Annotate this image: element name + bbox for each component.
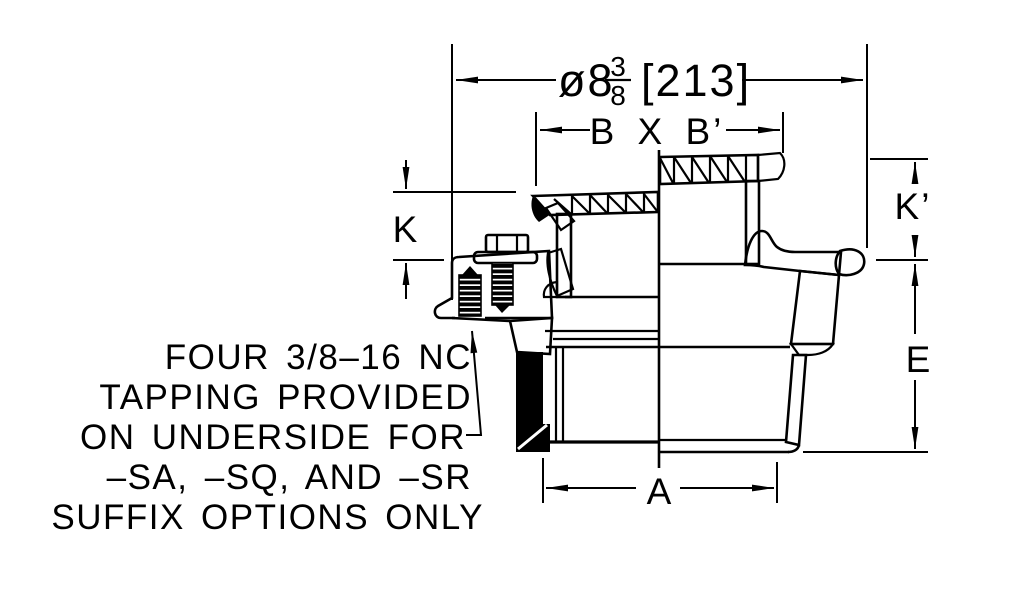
k-prime-label: K’ (895, 186, 932, 227)
note-line-5: SUFFIX OPTIONS ONLY (51, 498, 484, 537)
strainer-slots (553, 193, 658, 215)
flange-nose-lip (834, 248, 866, 277)
wall-thread-band (516, 352, 543, 424)
wall-upper-section (508, 316, 554, 356)
dim-grate: B X B’ (535, 111, 784, 186)
body-right (658, 229, 866, 454)
note-line-1: FOUR 3/8–16 NC (165, 338, 472, 377)
dim-a: A (542, 458, 778, 512)
rim-flare (756, 151, 786, 183)
strainer-band (530, 190, 660, 217)
note-leader-arrow (466, 330, 483, 436)
k-label: K (393, 209, 420, 250)
strainer-slots (659, 155, 748, 184)
hex-bolt (472, 233, 539, 313)
funnel-wall-left (542, 212, 658, 299)
e-label: E (906, 339, 933, 380)
grate-size-label: B X B’ (590, 111, 725, 152)
outlet-corner (787, 444, 801, 454)
dim-e: E (803, 264, 933, 453)
strainer-right (658, 151, 786, 186)
diameter-value: ø8 (558, 55, 615, 106)
diameter-fraction-numerator: 3 (610, 51, 626, 82)
collar-underside (451, 316, 511, 323)
dim-k-prime: K’ (870, 158, 932, 261)
tap-thread (458, 266, 482, 317)
strainer-left (530, 190, 660, 232)
body-left-wall (451, 316, 554, 452)
upper-body-wall (789, 269, 841, 346)
funnel-wall-right (660, 179, 761, 266)
note-block: FOUR 3/8–16 NC TAPPING PROVIDED ON UNDER… (51, 330, 484, 537)
note-line-2: TAPPING PROVIDED (99, 378, 472, 417)
dim-k: K (393, 160, 516, 299)
dim-diameter: ø8 3 8 [213] (451, 44, 868, 300)
note-line-4: –SA, –SQ, AND –SR (107, 458, 472, 497)
diameter-metric-value: [213] (641, 55, 751, 106)
body-shoulder (788, 342, 835, 357)
deck-flange (743, 229, 843, 277)
note-line-3: ON UNDERSIDE FOR (80, 418, 466, 457)
bolt-tip (495, 305, 510, 313)
tap-thread-body (458, 274, 482, 317)
collar-section (433, 249, 554, 320)
foot-highlight (517, 423, 548, 451)
a-label: A (647, 471, 674, 512)
bolt-head (484, 233, 530, 254)
lower-body-wall (784, 353, 808, 447)
bolt-thread-shaft (491, 262, 514, 306)
tap-peak (462, 266, 478, 275)
funnel-wall-hook (542, 280, 559, 299)
strainer-rim-tip (531, 196, 551, 222)
diameter-fraction-denominator: 8 (610, 80, 626, 111)
funnel-thread-wall (555, 212, 573, 299)
interior-left (545, 329, 790, 444)
